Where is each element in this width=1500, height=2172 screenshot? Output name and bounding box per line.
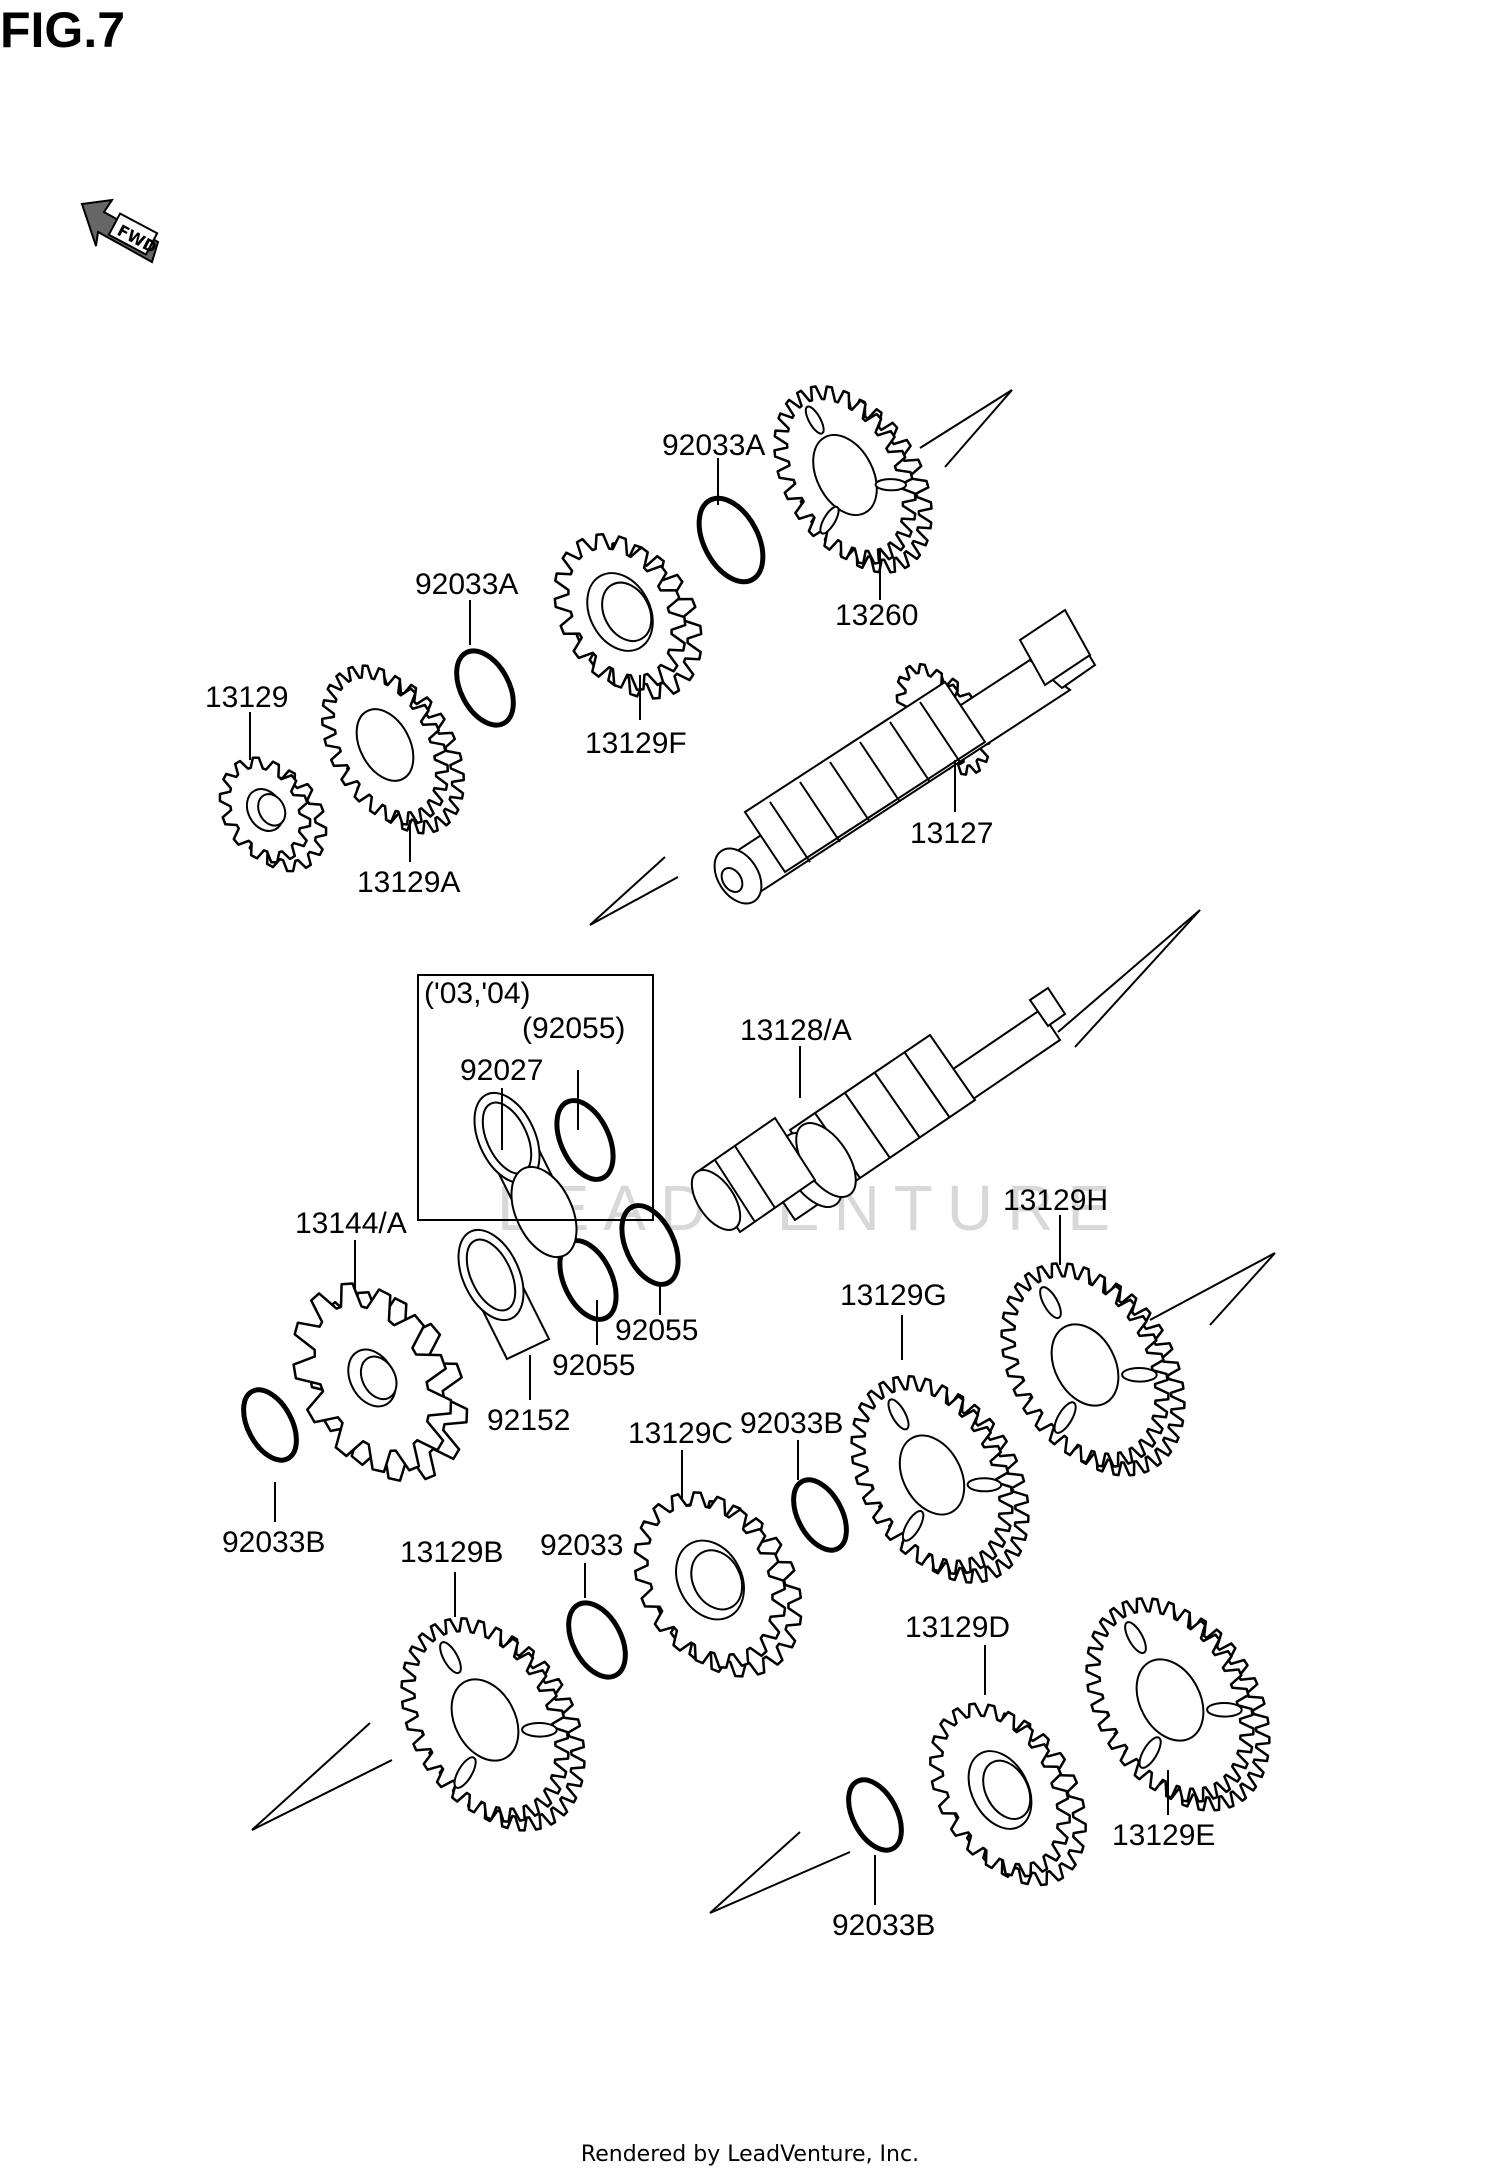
gears-layer bbox=[218, 385, 1271, 1887]
label-13129: 13129 bbox=[205, 681, 288, 714]
figure-title: FIG.7 bbox=[0, 2, 126, 58]
label-13129H: 13129H bbox=[1003, 1184, 1108, 1217]
gear-13129 bbox=[218, 756, 328, 873]
label-13144A: 13144/A bbox=[295, 1207, 407, 1240]
leader-13129H-axis bbox=[1209, 1252, 1276, 1326]
label-92033A-mid: 92033A bbox=[415, 568, 518, 601]
label-92027: 92027 bbox=[460, 1054, 543, 1087]
leader-lines bbox=[249, 458, 1169, 1905]
label-92033: 92033 bbox=[540, 1529, 623, 1562]
countershaft-13127 bbox=[589, 389, 1097, 926]
footer-credit: Rendered by LeadVenture, Inc. bbox=[580, 2142, 920, 2167]
label-92152: 92152 bbox=[487, 1404, 570, 1437]
label-13129A: 13129A bbox=[357, 866, 460, 899]
fwd-arrow-icon: FWD bbox=[80, 198, 160, 264]
bushing-92152 bbox=[457, 1228, 551, 1361]
gear-13129F bbox=[553, 533, 703, 700]
snap-ring-92033A-top bbox=[696, 495, 766, 585]
gear-13129A bbox=[320, 664, 466, 835]
gear-13260 bbox=[773, 385, 933, 574]
leader-13129H-axis2 bbox=[1149, 1252, 1276, 1321]
sprocket-13144A bbox=[292, 1282, 469, 1482]
variant-box-label: ('03,'04) bbox=[424, 977, 531, 1010]
o-ring-92055-b bbox=[619, 1203, 681, 1287]
driveshaft-13128 bbox=[690, 909, 1201, 1234]
gear-13129G bbox=[850, 1375, 1030, 1584]
snap-ring-92033B-left bbox=[241, 1387, 299, 1463]
label-92055-b: 92055 bbox=[615, 1314, 698, 1347]
leader-13129B-axis2 bbox=[251, 1759, 393, 1831]
label-92033A-top: 92033A bbox=[662, 429, 765, 462]
label-13127: 13127 bbox=[910, 817, 993, 850]
label-13129E: 13129E bbox=[1112, 1819, 1215, 1852]
label-92033B-mid: 92033B bbox=[740, 1407, 843, 1440]
leader-92033B-axis2 bbox=[709, 1851, 851, 1914]
snap-ring-92033B-bottom bbox=[846, 1777, 904, 1853]
label-13260: 13260 bbox=[835, 599, 918, 632]
snap-ring-92033B-mid bbox=[791, 1477, 849, 1553]
label-13129B: 13129B bbox=[400, 1536, 503, 1569]
gear-13129C bbox=[633, 1491, 803, 1678]
label-92055-a: 92055 bbox=[552, 1349, 635, 1382]
gear-13129H bbox=[1000, 1262, 1186, 1477]
label-13129C: 13129C bbox=[628, 1417, 733, 1450]
gear-13129D bbox=[929, 1702, 1087, 1887]
gear-13129E bbox=[1085, 1597, 1271, 1812]
snap-ring-92033 bbox=[566, 1600, 628, 1680]
label-92055-paren: (92055) bbox=[522, 1012, 625, 1045]
label-13129D: 13129D bbox=[905, 1611, 1010, 1644]
bushing-92027 bbox=[473, 1091, 578, 1259]
label-13129G: 13129G bbox=[840, 1279, 947, 1312]
o-ring-92055-box bbox=[554, 1098, 616, 1182]
label-13128A: 13128/A bbox=[740, 1014, 852, 1047]
label-13129F: 13129F bbox=[585, 727, 687, 760]
snap-ring-92033A-mid bbox=[454, 648, 516, 728]
leader-13129B-axis bbox=[251, 1722, 371, 1831]
gear-13129B bbox=[400, 1617, 586, 1832]
label-92033B-left: 92033B bbox=[222, 1526, 325, 1559]
leader-92033B-axis bbox=[709, 1831, 801, 1914]
label-92033B-bottom: 92033B bbox=[832, 1909, 935, 1942]
variant-box bbox=[417, 974, 654, 1221]
